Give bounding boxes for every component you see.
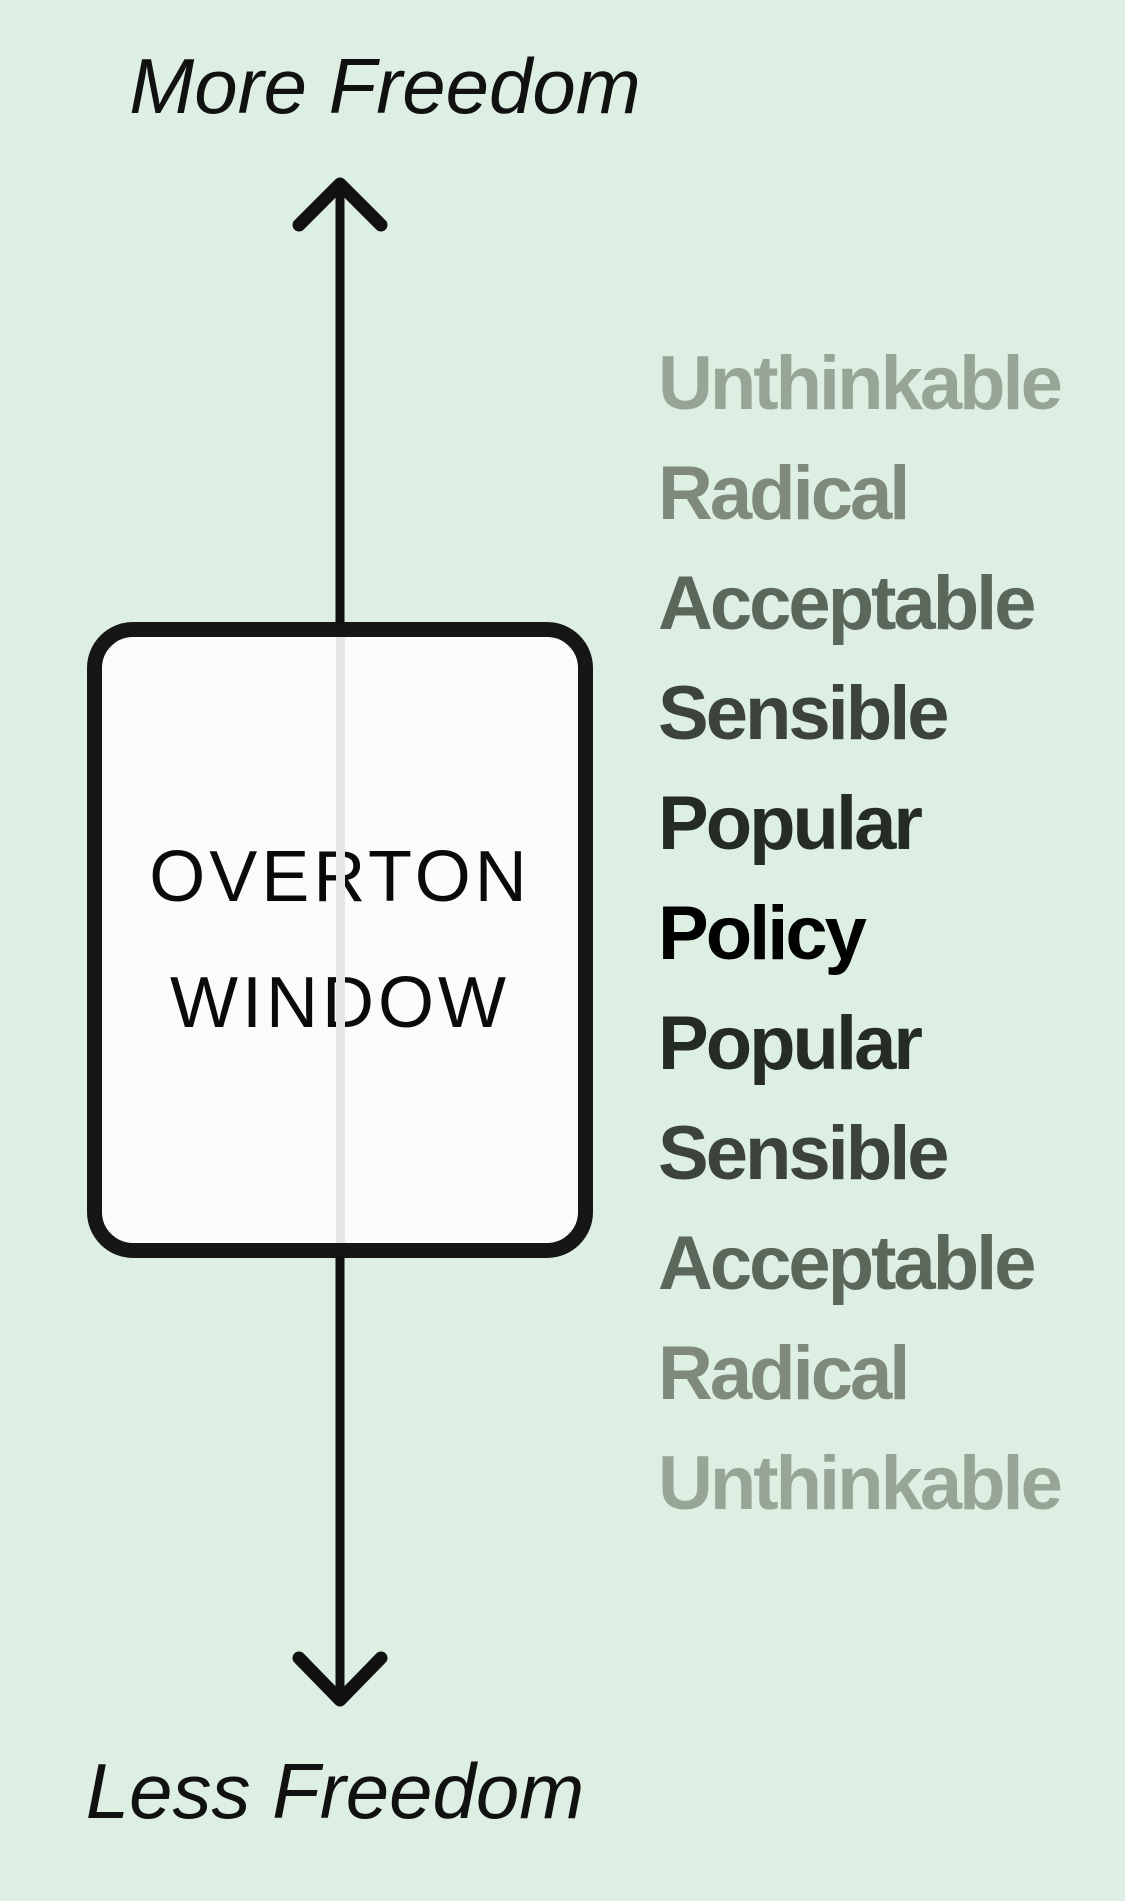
scale-word: Acceptable [658, 561, 1036, 646]
axis-line-through-window [336, 637, 345, 1243]
scale-word: Popular [658, 781, 923, 866]
scale-word: Unthinkable [658, 1441, 1063, 1526]
scale-word: Radical [658, 1331, 910, 1416]
scale-word: Sensible [658, 671, 950, 756]
scale-word: Policy [658, 891, 867, 976]
scale-word: Unthinkable [658, 341, 1063, 426]
scale-word: Sensible [658, 1111, 950, 1196]
scale-word: Acceptable [658, 1221, 1036, 1306]
down-arrowhead-icon [292, 1651, 388, 1707]
scale-word: Radical [658, 451, 910, 536]
up-arrowhead-icon [292, 177, 388, 232]
less-freedom-label: Less Freedom [85, 1747, 585, 1835]
scale-word: Popular [658, 1001, 923, 1086]
more-freedom-label: More Freedom [129, 42, 641, 130]
